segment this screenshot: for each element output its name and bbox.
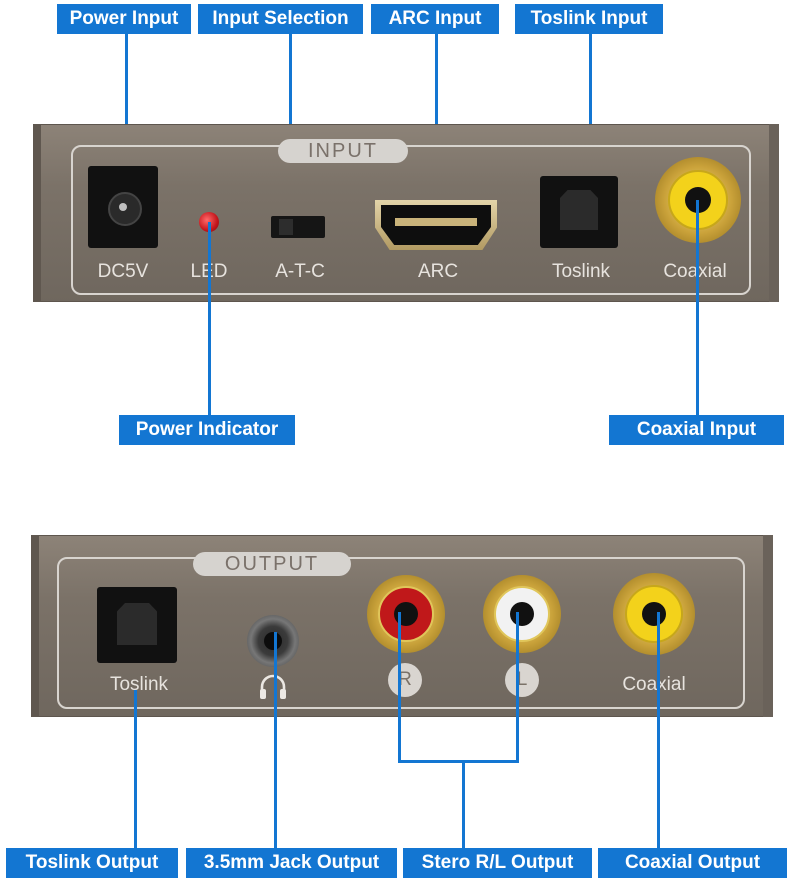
output-panel-title: OUTPUT — [193, 552, 351, 576]
toslink-output-label: Toslink — [109, 674, 169, 695]
output-panel: OUTPUT R L Toslink — [31, 535, 773, 717]
atc-label: A-T-C — [275, 261, 325, 282]
arc-input-callout: ARC Input — [371, 4, 499, 34]
r-label-badge: R — [388, 663, 422, 697]
toslink-input-port[interactable] — [540, 176, 618, 248]
coaxial-output-callout: Coaxial Output — [598, 848, 787, 878]
toslink-output-callout: Toslink Output — [6, 848, 178, 878]
coaxial-input-callout: Coaxial Input — [609, 415, 784, 445]
coaxial-output-leader — [657, 612, 660, 848]
stereo-join-leader — [398, 760, 519, 763]
rca-right-output-port[interactable] — [367, 575, 445, 653]
coaxial-output-label: Coaxial — [622, 674, 686, 695]
arc-label: ARC — [417, 261, 459, 282]
toslink-input-label: Toslink — [551, 261, 611, 282]
coaxial-input-label: Coaxial — [663, 261, 727, 282]
input-selection-callout: Input Selection — [198, 4, 363, 34]
stereo-output-callout: Stero R/L Output — [403, 848, 592, 878]
toslink-output-leader — [134, 690, 137, 848]
rca-left-output-port[interactable] — [483, 575, 561, 653]
stereo-r-leader — [398, 612, 401, 762]
arc-hdmi-port[interactable] — [375, 200, 497, 250]
coaxial-output-port[interactable] — [613, 573, 695, 655]
l-label-badge: L — [505, 663, 539, 697]
headphone-icon — [257, 673, 289, 701]
input-panel: INPUT DC5V LED A-T-C ARC Toslink Coaxial — [33, 124, 779, 302]
dc5v-label: DC5V — [97, 261, 149, 282]
headphone-jack-port[interactable] — [247, 615, 299, 667]
input-selection-switch[interactable] — [271, 216, 325, 238]
toslink-output-port[interactable] — [97, 587, 177, 663]
power-input-callout: Power Input — [57, 4, 191, 34]
power-input-leader — [125, 34, 128, 194]
stereo-output-leader — [462, 760, 465, 848]
toslink-input-callout: Toslink Input — [515, 4, 663, 34]
power-indicator-callout: Power Indicator — [119, 415, 295, 445]
stereo-l-leader — [516, 612, 519, 762]
input-panel-title: INPUT — [278, 139, 408, 163]
jack-output-callout: 3.5mm Jack Output — [186, 848, 397, 878]
r-label: R — [398, 669, 412, 690]
coaxial-input-leader — [696, 200, 699, 415]
power-indicator-leader — [208, 222, 211, 415]
l-label: L — [516, 669, 528, 690]
jack-output-leader — [274, 632, 277, 848]
dc-power-jack[interactable] — [88, 166, 158, 248]
